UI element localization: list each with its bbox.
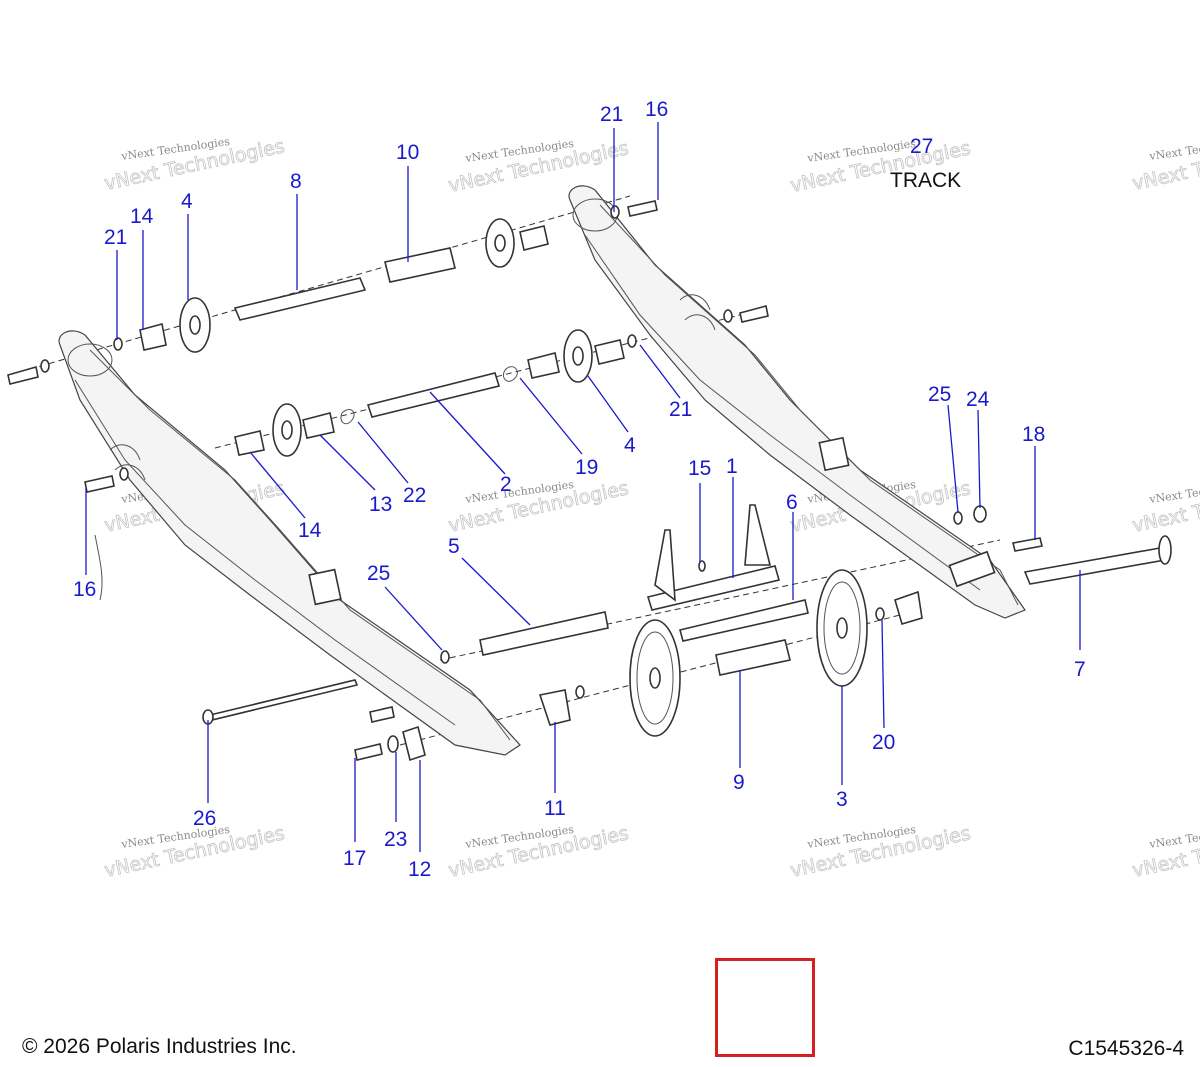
callout-14: 14 xyxy=(298,519,322,542)
callout-4: 4 xyxy=(624,434,636,457)
callout-16: 16 xyxy=(645,98,668,121)
callout-1: 1 xyxy=(726,455,738,478)
callout-21: 21 xyxy=(669,398,692,421)
lower-assembly xyxy=(84,467,1172,762)
callout-3: 3 xyxy=(836,788,848,811)
callout-8: 8 xyxy=(290,170,302,193)
callout-27: 27 xyxy=(910,135,933,158)
callout-26: 26 xyxy=(193,807,216,830)
upper-shaft-assembly xyxy=(7,200,658,385)
callout-25: 25 xyxy=(928,383,951,406)
callout-12: 12 xyxy=(408,858,431,881)
callout-15: 15 xyxy=(688,457,711,480)
callout-2: 2 xyxy=(500,473,512,496)
figure-code: C1545326-4 xyxy=(1068,1037,1184,1060)
callout-16: 16 xyxy=(73,578,96,601)
svg-text:vNext Technologies: vNext Technologies xyxy=(1130,477,1200,537)
callout-6: 6 xyxy=(786,491,798,514)
callout-13: 13 xyxy=(369,493,392,516)
callout-25: 25 xyxy=(367,562,390,585)
callout-5: 5 xyxy=(448,535,460,558)
callout-4: 4 xyxy=(181,190,193,213)
callout-7: 7 xyxy=(1074,658,1086,681)
callout-14: 14 xyxy=(130,205,154,228)
svg-text:vNext Technologies: vNext Technologies xyxy=(1130,822,1200,882)
leader-lines xyxy=(85,122,1081,852)
svg-text:vNext Technologies: vNext Technologies xyxy=(1148,135,1200,163)
callout-23: 23 xyxy=(384,828,407,851)
callout-10: 10 xyxy=(396,141,419,164)
callout-20: 20 xyxy=(872,731,895,754)
callout-labels: 21 16 27 10 8 14 4 21 21 4 19 2 22 13 14… xyxy=(73,98,1086,881)
callout-19: 19 xyxy=(575,456,598,479)
callout-11: 11 xyxy=(544,797,566,820)
selection-box[interactable] xyxy=(715,958,815,1057)
copyright-text: © 2026 Polaris Industries Inc. xyxy=(22,1035,297,1058)
right-rail xyxy=(568,185,1026,619)
callout-17: 17 xyxy=(343,847,366,870)
callout-9: 9 xyxy=(733,771,745,794)
track-label: TRACK xyxy=(890,169,961,192)
left-rail xyxy=(58,330,521,756)
callout-18: 18 xyxy=(1022,423,1045,446)
callout-22: 22 xyxy=(403,484,426,507)
callout-21: 21 xyxy=(600,103,623,126)
callout-21: 21 xyxy=(104,226,127,249)
callout-24: 24 xyxy=(966,388,990,411)
